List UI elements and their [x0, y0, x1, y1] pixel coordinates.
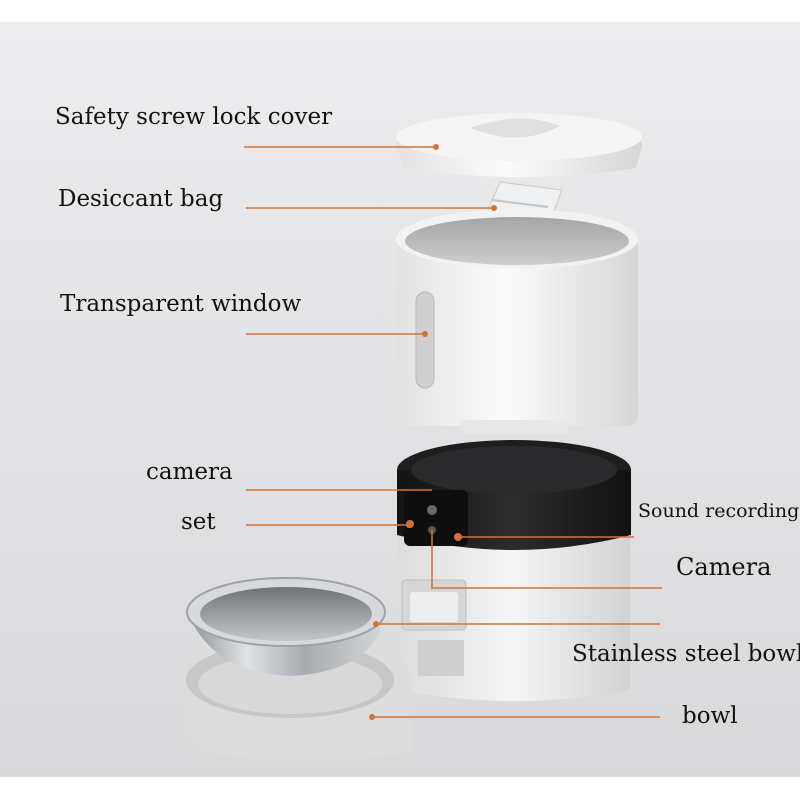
label-desiccant-bag: Desiccant bag [58, 186, 224, 212]
lid [396, 113, 642, 177]
label-camera-lower: camera [146, 459, 233, 485]
label-stainless-steel-bowl: Stainless steel bowl [572, 641, 800, 667]
leader-camera-upper [431, 530, 662, 589]
label-safety-screw-lock-cover: Safety screw lock cover [55, 104, 333, 130]
food-container [396, 209, 638, 434]
feeder-base [397, 440, 631, 701]
label-sound-recording: Sound recording [638, 500, 800, 522]
label-transparent-window: Transparent window [60, 291, 302, 317]
label-camera-upper: Camera [676, 553, 772, 581]
dot-lid [433, 144, 439, 150]
label-bowl: bowl [682, 703, 738, 729]
label-set: set [181, 509, 216, 535]
leader-lines [244, 146, 662, 718]
dot-sound [456, 534, 462, 540]
dot-steel-bowl [373, 621, 379, 627]
steel-bowl [186, 577, 386, 676]
leader-dots [369, 144, 497, 720]
dot-window [422, 331, 428, 337]
dot-bowl [369, 714, 375, 720]
dot-desiccant [491, 205, 497, 211]
dot-set [406, 522, 412, 528]
